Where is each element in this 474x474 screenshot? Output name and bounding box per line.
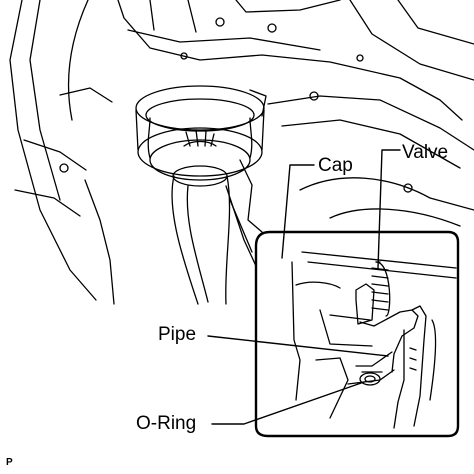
breather-pipe xyxy=(171,165,257,305)
figure-code: P xyxy=(6,457,13,468)
leader-cap xyxy=(281,164,315,259)
inset-cross-section xyxy=(291,251,457,429)
leader-o-ring xyxy=(211,381,365,425)
o-ring-label: O-Ring xyxy=(136,413,197,434)
filler-cap xyxy=(135,85,265,181)
leader-pipe xyxy=(207,335,389,357)
cap-label: Cap xyxy=(318,155,353,176)
leader-valve xyxy=(377,149,401,269)
detail-inset xyxy=(254,230,460,438)
valve-label: Valve xyxy=(402,142,449,163)
transmission-case xyxy=(9,0,474,305)
pipe-label: Pipe xyxy=(158,324,197,345)
leader-lines xyxy=(207,149,401,425)
